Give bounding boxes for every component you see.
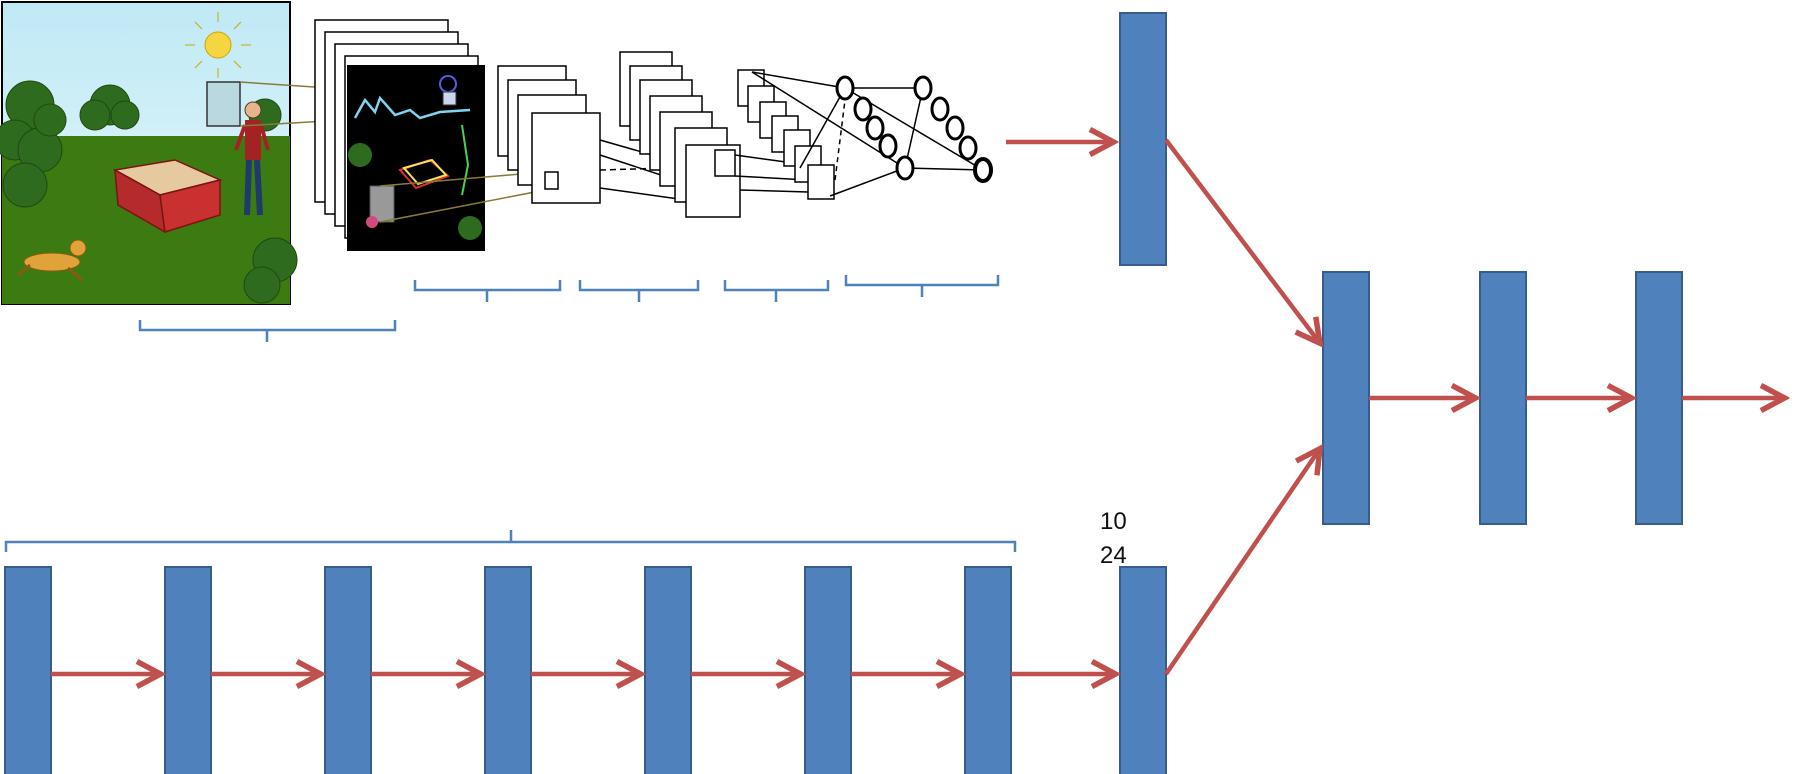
feature-map-stack-2: [497, 65, 601, 204]
bracket-conv1: [413, 280, 562, 302]
image-feature-block: [1119, 12, 1167, 266]
sequence-block-1: [4, 566, 52, 774]
tree-icon: [0, 80, 298, 304]
arrow-feature-to-merge: [1164, 138, 1319, 342]
arrow-seq-to-merge: [1164, 450, 1319, 676]
bracket-conv3: [723, 280, 830, 302]
dog-icon: [17, 239, 87, 282]
sequence-blocks: [4, 566, 1167, 774]
merged-block-2: [1479, 271, 1527, 525]
stage2-connectors: [599, 139, 687, 201]
bracket-input: [138, 320, 397, 342]
sequence-block-7: [964, 566, 1012, 774]
bracket-fc: [844, 275, 1000, 297]
sun-icon: [185, 12, 251, 78]
merged-block-3: [1635, 271, 1683, 525]
sequence-block-5: [644, 566, 692, 774]
feature-map-stack-4: [737, 69, 835, 200]
sequence-block-6: [804, 566, 852, 774]
sandbox-icon: [112, 159, 223, 234]
bracket-sequence: [4, 530, 1017, 552]
fc-neurons: [835, 75, 993, 183]
person-icon: [234, 101, 270, 216]
merged-blocks: [1322, 271, 1683, 525]
dimension-label: 1024: [1100, 508, 1127, 569]
feature-map-stack-3: [619, 51, 741, 218]
sequence-block-2: [164, 566, 212, 774]
sequence-block-4: [484, 566, 532, 774]
edge-feature-map: [347, 65, 485, 251]
arrows: [51, 140, 1783, 674]
fc-connectors: [751, 71, 984, 197]
merged-block-1: [1322, 271, 1370, 525]
input-scene-image: [0, 1, 298, 305]
sequence-block-3: [324, 566, 372, 774]
sequence-block-8: [1119, 566, 1167, 774]
bracket-conv2: [578, 280, 700, 302]
